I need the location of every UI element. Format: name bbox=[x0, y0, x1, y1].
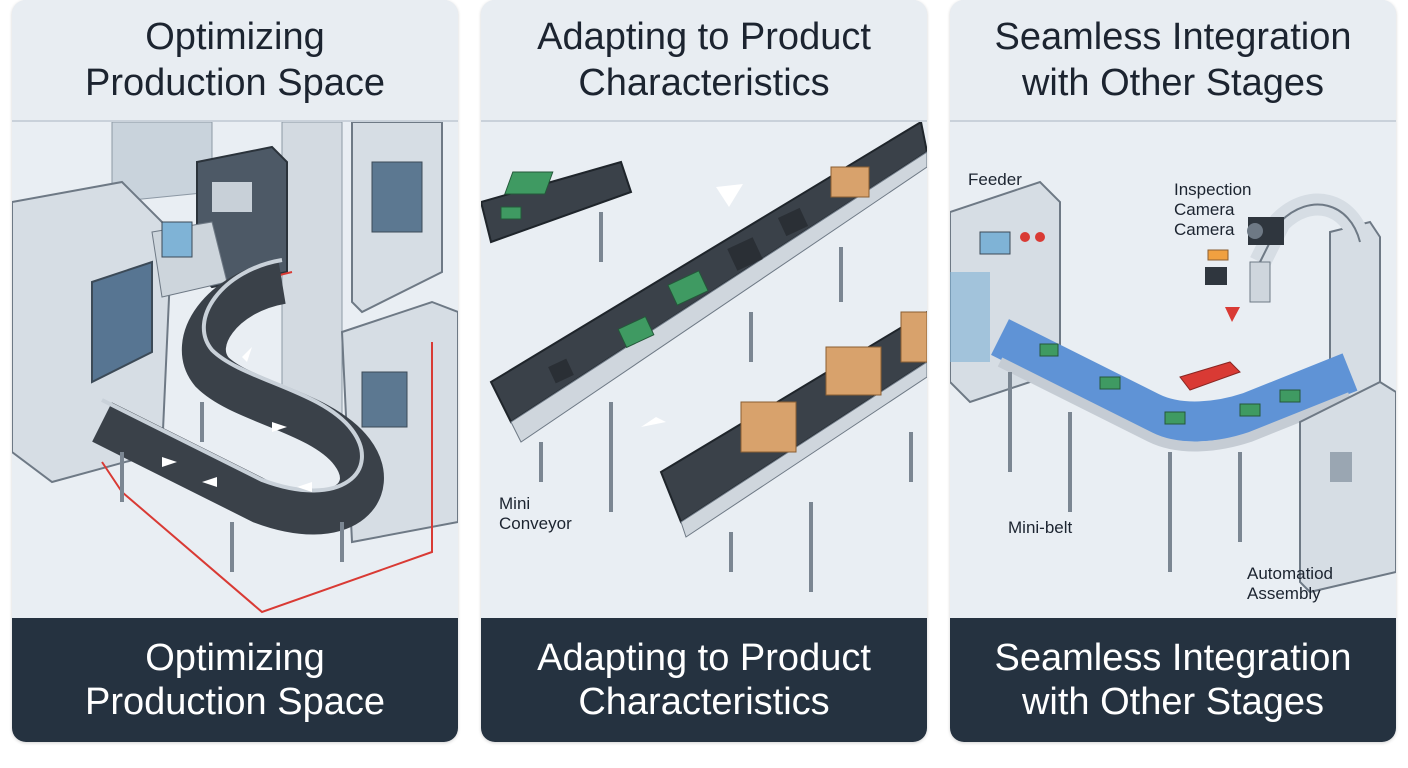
panel-header: Seamless Integration with Other Stages bbox=[950, 0, 1396, 122]
arrow-icon bbox=[641, 184, 743, 427]
inspection-camera-label: Inspection Camera Camera bbox=[1174, 180, 1252, 239]
panel-footer: Optimizing Production Space bbox=[12, 618, 458, 742]
panel-optimizing-space: Optimizing Production Space bbox=[12, 0, 458, 742]
footer-line-1: Optimizing bbox=[145, 637, 325, 679]
footer-title: Optimizing Production Space bbox=[12, 636, 458, 724]
mini-conveyor-label: Mini Conveyor bbox=[499, 494, 572, 533]
panel-title: Seamless Integration with Other Stages bbox=[950, 14, 1396, 106]
chip-icon bbox=[548, 207, 809, 384]
arrow-icon bbox=[162, 347, 312, 492]
footer-line-1: Seamless Integration bbox=[994, 637, 1352, 679]
panel-seamless-integration: Seamless Integration with Other Stages bbox=[950, 0, 1396, 742]
camera-icon bbox=[1247, 217, 1284, 245]
box-icon bbox=[830, 166, 870, 198]
panel-header: Adapting to Product Characteristics bbox=[481, 0, 927, 122]
panel-adapting-product: Adapting to Product Characteristics bbox=[481, 0, 927, 742]
robot-arm-icon bbox=[1249, 261, 1271, 303]
pcb-icon bbox=[1039, 343, 1301, 425]
title-line-1: Optimizing bbox=[145, 16, 325, 58]
feeder-label: Feeder bbox=[968, 170, 1022, 189]
title-line-1: Adapting to Product bbox=[537, 16, 871, 58]
title-line-1: Seamless Integration bbox=[994, 16, 1352, 58]
title-line-2: Characteristics bbox=[578, 62, 830, 104]
integrated-line-illustration bbox=[950, 122, 1396, 618]
panel-title: Optimizing Production Space bbox=[12, 14, 458, 106]
panel-footer: Seamless Integration with Other Stages bbox=[950, 618, 1396, 742]
panel-header: Optimizing Production Space bbox=[12, 0, 458, 122]
footer-line-1: Adapting to Product bbox=[537, 637, 871, 679]
footer-line-2: Production Space bbox=[85, 681, 385, 723]
footer-line-2: Characteristics bbox=[578, 681, 830, 723]
automated-assembly-label: Automatiod Assembly bbox=[1247, 564, 1333, 603]
mini-belt-label: Mini-belt bbox=[1008, 518, 1073, 537]
title-line-2: with Other Stages bbox=[1021, 62, 1325, 104]
title-line-2: Production Space bbox=[85, 62, 385, 104]
footer-title: Adapting to Product Characteristics bbox=[481, 636, 927, 724]
panel-title: Adapting to Product Characteristics bbox=[481, 14, 927, 106]
pcb-icon bbox=[500, 171, 554, 220]
multi-conveyor-illustration bbox=[481, 122, 927, 618]
conveyor-illustration: Mini Conveyor bbox=[481, 122, 927, 618]
conveyor-illustration: Feeder Inspection Camera Camera Mini-bel… bbox=[950, 122, 1396, 618]
panel-footer: Adapting to Product Characteristics bbox=[481, 618, 927, 742]
footer-line-2: with Other Stages bbox=[1021, 681, 1325, 723]
conveyor-illustration bbox=[12, 122, 458, 618]
s-curve-conveyor-illustration bbox=[12, 122, 458, 618]
footer-title: Seamless Integration with Other Stages bbox=[950, 636, 1396, 724]
